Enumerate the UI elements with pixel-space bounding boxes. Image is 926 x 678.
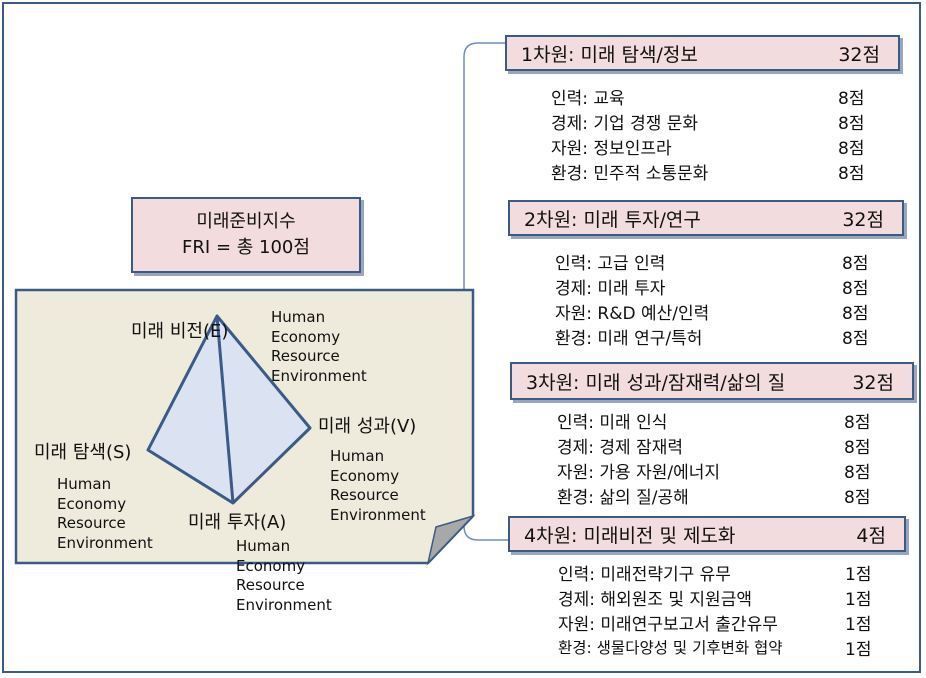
dimension-1-item: 자원: 정보인프라 <box>551 134 672 159</box>
dimension-title: 1차원: 미래 탐색/정보 <box>521 43 698 66</box>
dimension-title: 4차원: 미래비전 및 제도화 <box>524 524 736 547</box>
item-label: 자원: R&D 예산/인력 <box>555 304 710 324</box>
item-label: 인력: 미래전략기구 유무 <box>558 565 731 585</box>
dimension-2-item: 환경: 미래 연구/특허 <box>555 324 702 349</box>
item-score: 8점 <box>838 164 865 184</box>
item-label: 경제: 해외원조 및 지원금액 <box>558 590 752 610</box>
dimension-4-item: 자원: 미래연구보고서 출간유무 <box>558 610 778 635</box>
dimension-1-item: 환경: 민주적 소통문화 <box>551 159 708 184</box>
dimension-2-header: 2차원: 미래 투자/연구 32점 <box>508 200 904 236</box>
dimension-score: 32점 <box>838 43 880 66</box>
factor-resource: Resource <box>236 576 305 594</box>
item-score: 1점 <box>845 640 872 660</box>
item-score: 8점 <box>842 329 869 349</box>
vertex-exploration-label: 미래 탐색(S) <box>34 442 132 463</box>
item-label: 환경: 미래 연구/특허 <box>555 329 703 349</box>
item-label: 환경: 삶의 질/공해 <box>557 488 689 508</box>
factor-resource: Resource <box>57 514 126 532</box>
dimension-1-item: 경제: 기업 경쟁 문화 <box>551 109 698 134</box>
dimension-title: 3차원: 미래 성과/잠재력/삶의 질 <box>526 371 786 394</box>
item-label: 인력: 고급 인력 <box>555 254 666 274</box>
factor-environment: Environment <box>271 366 367 385</box>
factor-economy: Economy <box>330 466 400 485</box>
item-label: 경제: 경제 잠재력 <box>557 438 684 458</box>
dimension-4-item: 경제: 해외원조 및 지원금액 <box>558 585 752 610</box>
factor-economy: Economy <box>236 556 306 575</box>
item-label: 인력: 교육 <box>551 89 625 109</box>
factor-list-exploration: Human Economy Resource Environment <box>57 475 153 553</box>
fri-title: 미래준비지수 <box>196 211 296 232</box>
item-label: 환경: 민주적 소통문화 <box>551 164 709 184</box>
dimension-3-item: 환경: 삶의 질/공해 <box>557 483 689 508</box>
dimension-3-header: 3차원: 미래 성과/잠재력/삶의 질 32점 <box>510 362 914 400</box>
dimension-4-header: 4차원: 미래비전 및 제도화 4점 <box>508 516 906 552</box>
factor-environment: Environment <box>57 533 153 552</box>
dimension-2-item: 인력: 고급 인력 <box>555 249 665 274</box>
dimension-1-header: 1차원: 미래 탐색/정보 32점 <box>505 35 900 71</box>
dimension-score: 32점 <box>852 371 894 394</box>
dimension-score: 32점 <box>842 208 884 231</box>
vertex-investment-label: 미래 투자(A) <box>188 512 287 533</box>
factor-environment: Environment <box>236 595 332 614</box>
factor-environment: Environment <box>330 505 426 524</box>
dimension-3-item: 경제: 경제 잠재력 <box>557 433 683 458</box>
dimension-1-item: 인력: 교육 <box>551 84 625 109</box>
fri-box: 미래준비지수 FRI = 총 100점 <box>131 197 361 273</box>
factor-human: Human <box>271 308 326 326</box>
dimension-4-item: 인력: 미래전략기구 유무 <box>558 560 731 585</box>
factor-human: Human <box>57 475 112 493</box>
item-label: 경제: 미래 투자 <box>555 279 666 299</box>
item-score: 8점 <box>838 114 865 134</box>
item-score: 8점 <box>838 89 865 109</box>
factor-economy: Economy <box>57 494 127 513</box>
item-label: 자원: 정보인프라 <box>551 139 672 159</box>
factor-human: Human <box>236 537 291 555</box>
item-label: 경제: 기업 경쟁 문화 <box>551 114 699 134</box>
factor-list-investment: Human Economy Resource Environment <box>236 537 332 615</box>
item-label: 자원: 미래연구보고서 출간유무 <box>558 615 778 635</box>
item-score: 8점 <box>844 438 871 458</box>
factor-resource: Resource <box>330 486 399 504</box>
dimension-4-item: 환경: 생물다양성 및 기후변화 협약 <box>558 636 783 658</box>
item-score: 8점 <box>842 304 869 324</box>
factor-list-performance: Human Economy Resource Environment <box>330 447 426 525</box>
item-score: 1점 <box>845 565 872 585</box>
item-score: 1점 <box>845 590 872 610</box>
dimension-title: 2차원: 미래 투자/연구 <box>524 208 701 231</box>
factor-list-vision: Human Economy Resource Environment <box>271 308 367 386</box>
item-score: 8점 <box>844 488 871 508</box>
item-label: 환경: 생물다양성 및 기후변화 협약 <box>558 639 783 657</box>
dimension-2-item: 경제: 미래 투자 <box>555 274 665 299</box>
item-score: 1점 <box>845 615 872 635</box>
vertex-performance-label: 미래 성과(V) <box>318 416 417 437</box>
fri-total: FRI = 총 100점 <box>182 237 310 258</box>
item-label: 인력: 미래 인식 <box>557 413 668 433</box>
item-score: 8점 <box>844 413 871 433</box>
item-label: 자원: 가용 자원/에너지 <box>557 463 721 483</box>
factor-human: Human <box>330 447 385 465</box>
dimension-score: 4점 <box>856 524 886 547</box>
vertex-vision-label: 미래 비전(E) <box>131 321 229 342</box>
dimension-3-item: 인력: 미래 인식 <box>557 408 667 433</box>
factor-economy: Economy <box>271 327 341 346</box>
item-score: 8점 <box>842 279 869 299</box>
dimension-2-item: 자원: R&D 예산/인력 <box>555 299 709 324</box>
item-score: 8점 <box>844 463 871 483</box>
dimension-3-item: 자원: 가용 자원/에너지 <box>557 458 720 483</box>
item-score: 8점 <box>838 139 865 159</box>
item-score: 8점 <box>842 254 869 274</box>
factor-resource: Resource <box>271 347 340 365</box>
